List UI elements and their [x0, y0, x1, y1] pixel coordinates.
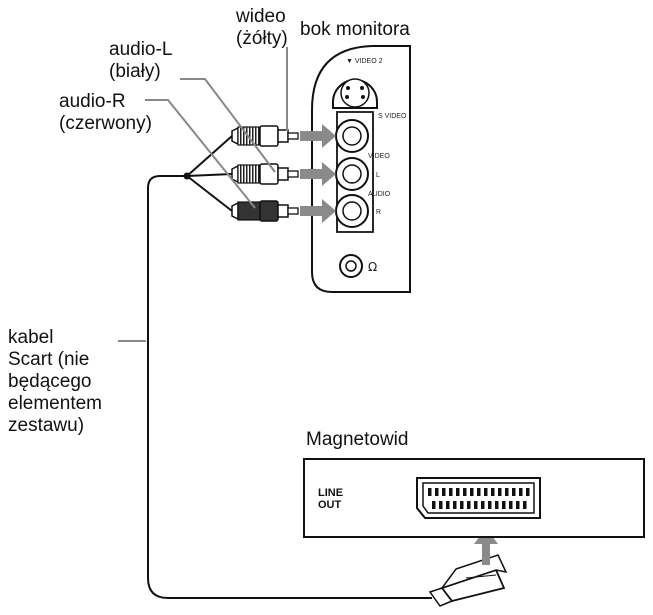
- video-marking: VIDEO: [368, 153, 390, 160]
- l-marking: L: [376, 172, 380, 179]
- leader-audio-r: [145, 99, 256, 209]
- audio-r-label: audio-R (czerwony): [59, 91, 152, 134]
- r-marking: R: [376, 209, 381, 216]
- cable-junction: [183, 172, 191, 180]
- cable-branch-audio-l: [186, 173, 233, 177]
- audio-l-plug: [231, 163, 299, 185]
- leader-audio-l: [180, 78, 276, 173]
- cable-branch-audio-r: [186, 175, 233, 212]
- vcr-panel: [303, 458, 645, 538]
- scart-socket: [416, 477, 541, 519]
- arrow-audio-l: [300, 162, 336, 186]
- line-out-label: LINE OUT: [318, 487, 344, 511]
- cable-main: [147, 175, 432, 599]
- headphone-jack: [339, 254, 363, 278]
- scart-cable-label: kabel Scart (nie będącego elementem zest…: [8, 327, 102, 436]
- audio-r-plug: [231, 200, 299, 222]
- audio-marking: AUDIO: [368, 191, 391, 198]
- scart-cable: [147, 135, 432, 599]
- arrow-audio-r: [300, 199, 336, 223]
- audio-l-jack: [335, 157, 369, 191]
- headphone-icon: Ω: [368, 260, 377, 274]
- vcr-title: Magnetowid: [306, 429, 409, 450]
- video-label: wideo (żółty): [236, 6, 288, 49]
- insert-arrows: [300, 124, 336, 223]
- s-video-marking: S VIDEO: [378, 113, 407, 120]
- audio-l-label: audio-L (biały): [109, 39, 173, 82]
- leader-lines: [118, 47, 288, 342]
- arrow-video: [300, 124, 336, 148]
- monitor-side-panel: ▼ VIDEO 2 S VIDEO VIDEO L AUDIO R Ω: [311, 45, 411, 293]
- video2-marking: ▼ VIDEO 2: [346, 58, 383, 65]
- audio-r-jack: [335, 194, 369, 228]
- scart-plug: [428, 554, 508, 607]
- video-jack: [335, 119, 369, 153]
- monitor-side-label: bok monitora: [300, 19, 410, 40]
- s-video-socket: [332, 78, 378, 109]
- cable-branch-video: [186, 135, 233, 177]
